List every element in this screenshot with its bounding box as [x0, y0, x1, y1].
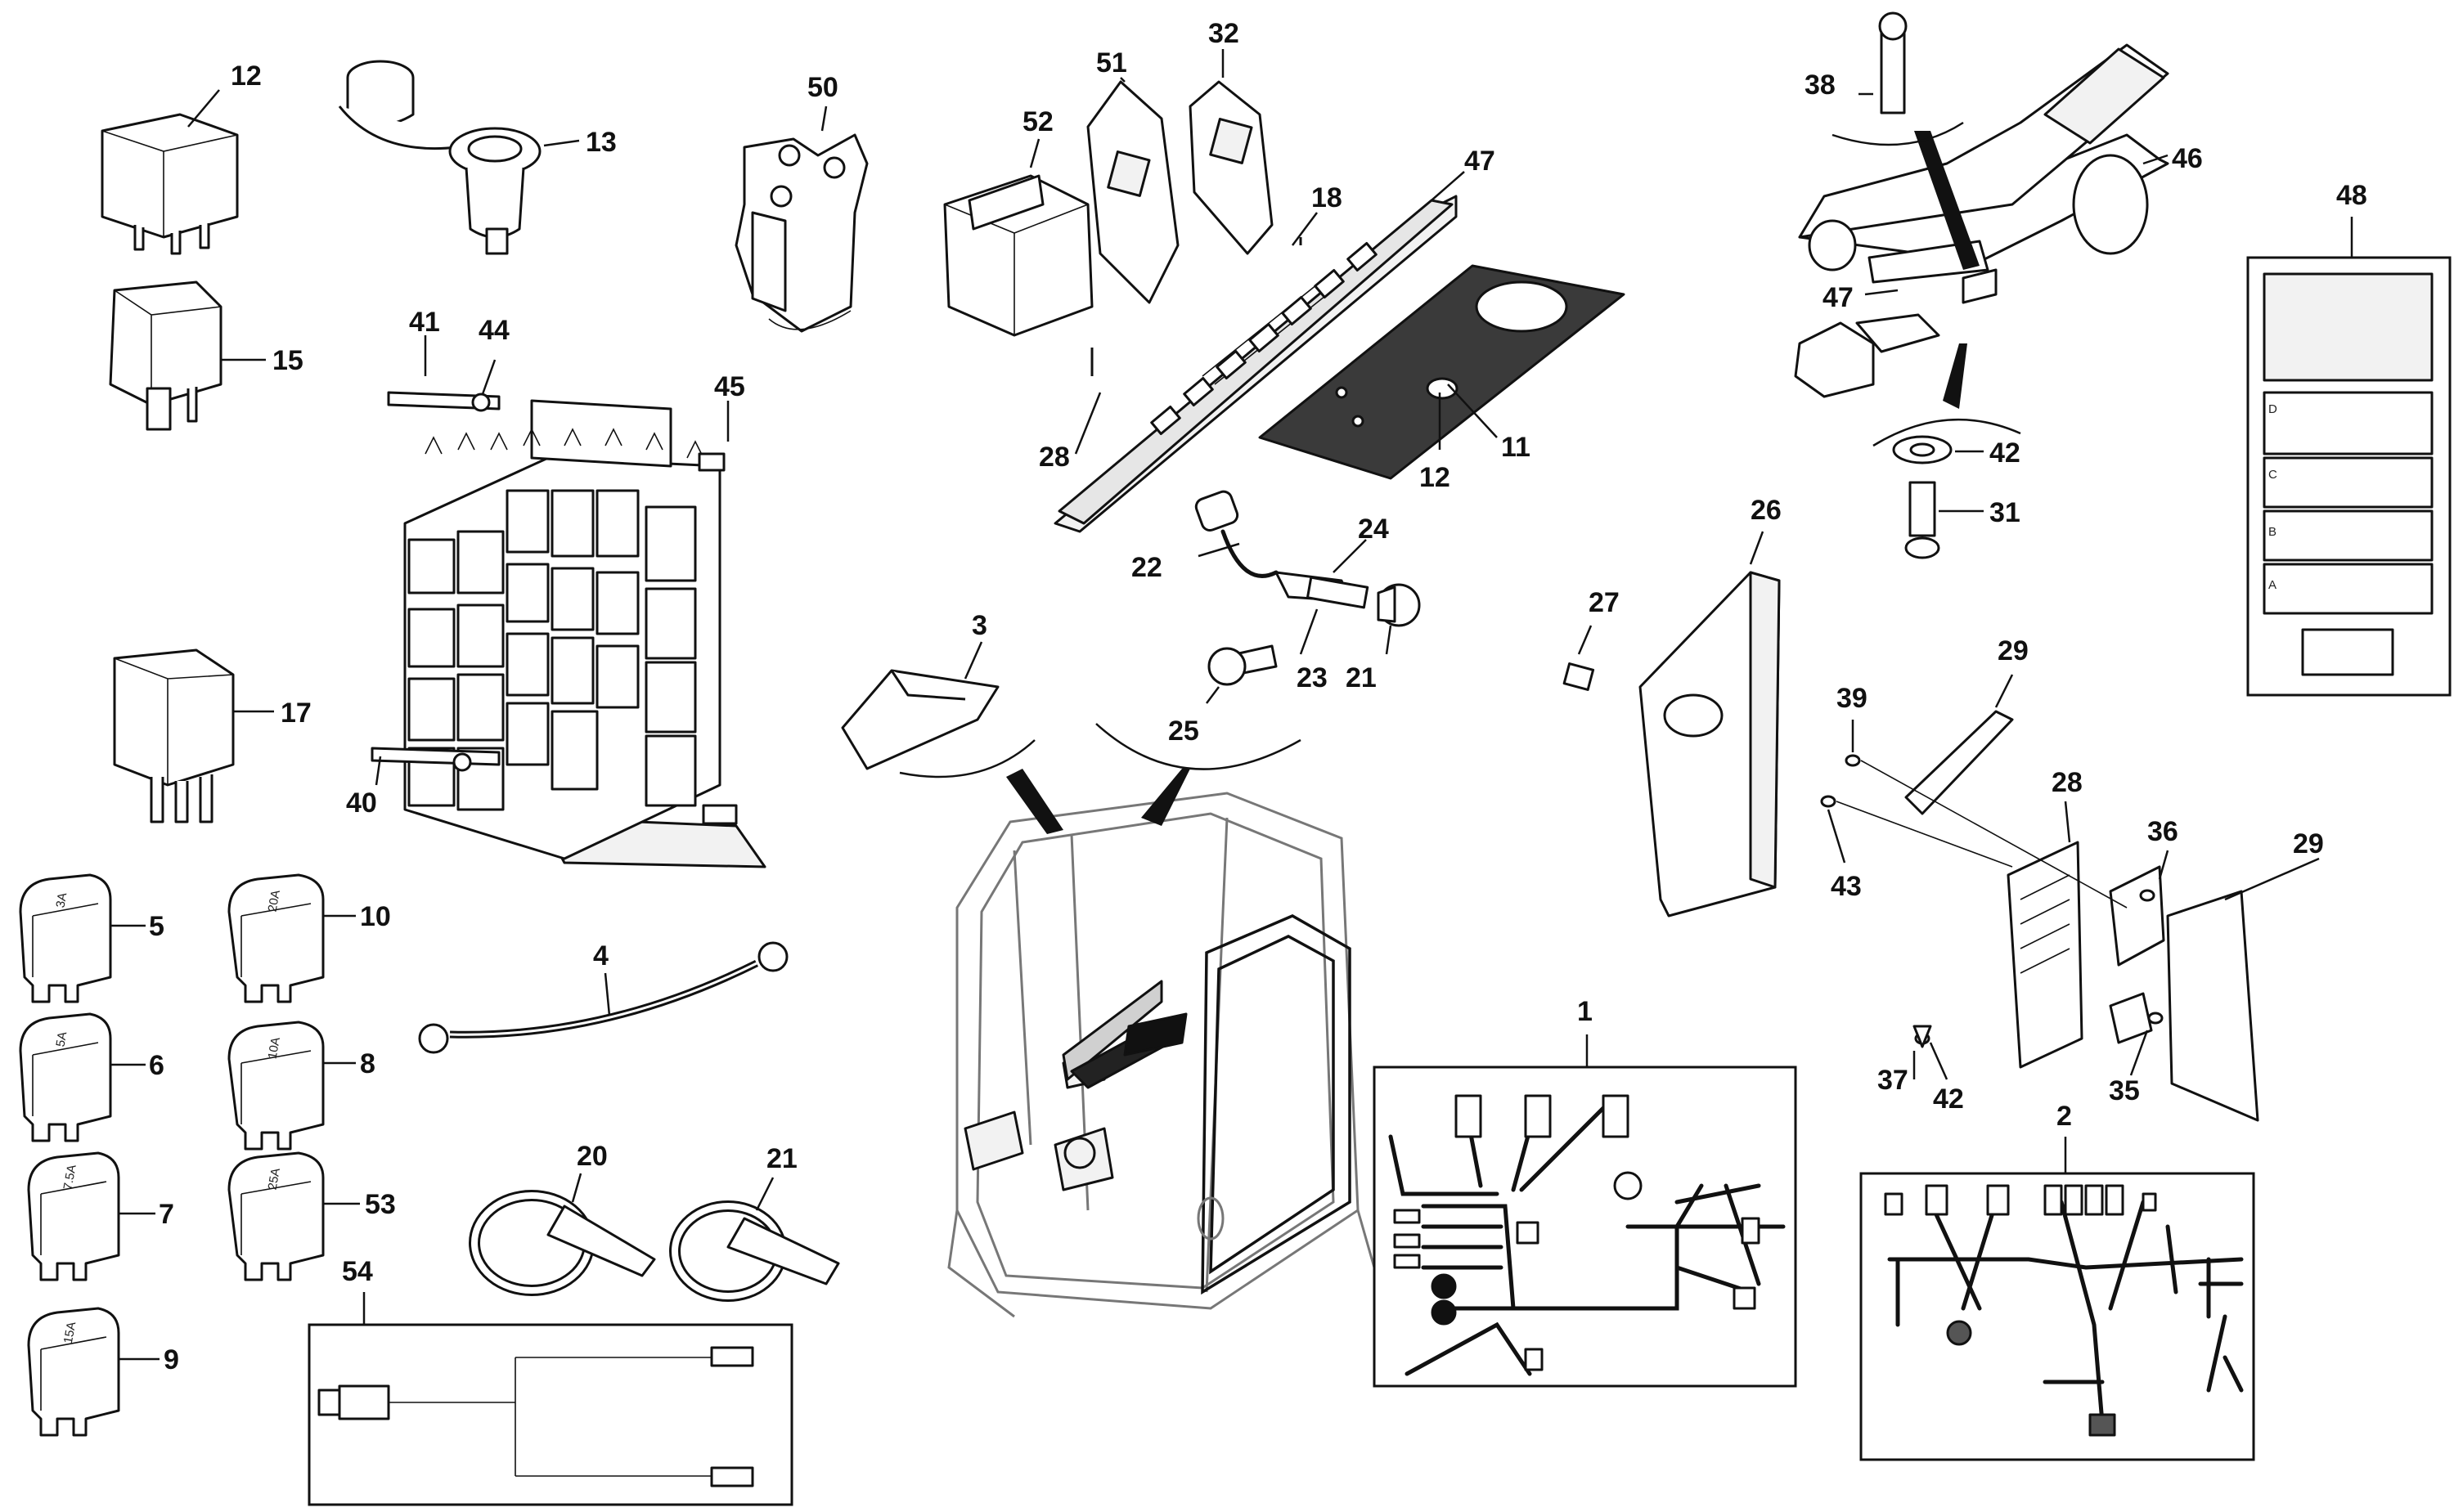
callout-28: 28	[1039, 442, 1070, 473]
decal-row-d: D	[2268, 402, 2277, 416]
callout-6: 6	[149, 1050, 164, 1081]
fuse-7-rating: 7.5A	[61, 1164, 79, 1191]
decal-row-b: B	[2268, 525, 2276, 539]
part-1-harness	[1373, 1034, 1797, 1388]
callout-52: 52	[1023, 106, 1054, 137]
callout-40: 40	[346, 787, 377, 819]
callout-31: 29	[1998, 635, 2029, 666]
callout-11: 11	[1501, 432, 1530, 463]
callout-8: 8	[360, 1048, 375, 1079]
callout-21: 21	[1346, 662, 1377, 693]
callout-7: 7	[159, 1199, 174, 1230]
part-2-harness	[1859, 1137, 2255, 1461]
callout-10: 10	[360, 901, 391, 932]
fuse-53-rating: 25A	[266, 1167, 283, 1191]
callout-36: 36	[2147, 816, 2178, 847]
fuse-10-rating: 20A	[266, 889, 283, 913]
fuse-7: 7.5A	[27, 1151, 155, 1281]
callout-5: 5	[149, 911, 164, 942]
part-26-panel	[1562, 531, 1781, 918]
part-50-bracket	[735, 105, 869, 333]
part-51-rocker	[1086, 77, 1180, 304]
callout-2: 2	[2056, 1101, 2072, 1132]
callout-42-top: 42	[1989, 437, 2020, 469]
callout-17: 17	[281, 698, 312, 729]
callout-32: 31	[1989, 497, 2020, 528]
part-15-relay	[109, 280, 266, 431]
callout-14: 13	[586, 127, 617, 158]
callout-49: 47	[1464, 146, 1495, 177]
part-33-rocker	[1189, 49, 1274, 255]
fuse-5-rating: 3A	[53, 891, 70, 909]
callout-54: 54	[342, 1256, 373, 1287]
part-46-pedal	[1794, 11, 2169, 447]
fuse-53: 25A	[227, 1151, 360, 1281]
callout-23: 23	[1297, 662, 1328, 693]
decal-row-a: A	[2268, 578, 2276, 592]
fuse-5: 3A	[19, 873, 146, 1003]
fuse-6-rating: 5A	[53, 1030, 70, 1048]
decal-row-c: C	[2268, 468, 2277, 482]
callout-9: 9	[164, 1344, 179, 1375]
part-14-socket	[338, 60, 580, 255]
callout-22: 22	[1131, 552, 1162, 583]
part-52-switch	[943, 138, 1094, 337]
part-19-cable-tie	[469, 1173, 656, 1296]
callout-24: 25	[1168, 716, 1199, 747]
callout-38: 38	[1805, 70, 1836, 101]
relay-board	[371, 335, 766, 868]
callout-30: 28	[2052, 767, 2083, 798]
callout-43: 43	[1831, 871, 1862, 902]
fuse-8: 10A	[227, 1021, 356, 1151]
part-48-decal: D C B A	[2246, 217, 2452, 697]
callout-15: 15	[272, 345, 303, 376]
part-4-cable	[418, 941, 789, 1054]
cab-assembly	[947, 792, 1376, 1318]
part-54-harness	[308, 1292, 793, 1506]
callout-37: 37	[1877, 1065, 1908, 1096]
callout-41: 41	[409, 307, 440, 338]
callout-53: 53	[365, 1189, 396, 1220]
callout-44: 44	[479, 315, 510, 346]
callout-12: 12	[1419, 462, 1450, 493]
callout-26: 26	[1751, 495, 1782, 526]
callout-46: 46	[2172, 143, 2203, 174]
part-42-32-washer-bolt	[1892, 435, 1984, 559]
callout-48: 48	[2336, 180, 2367, 211]
callout-35: 35	[2109, 1075, 2140, 1106]
callout-19: 20	[577, 1141, 608, 1172]
part-18-49-panel	[1054, 171, 1465, 533]
part-11-12-plate	[1258, 264, 1625, 480]
part-31-30-29-brackets	[1820, 674, 2320, 1122]
callout-20: 21	[766, 1143, 798, 1174]
callout-45: 45	[714, 371, 745, 402]
callout-42-bottom: 42	[1933, 1084, 1964, 1115]
fuse-9-rating: 15A	[61, 1321, 79, 1344]
callout-33: 32	[1208, 18, 1239, 49]
callout-25: 24	[1358, 514, 1389, 545]
fuse-8-rating: 10A	[266, 1036, 283, 1060]
callout-39: 39	[1836, 683, 1867, 714]
callout-13: 12	[231, 61, 262, 92]
callout-47: 47	[1823, 282, 1854, 313]
part-17-relay	[113, 648, 274, 823]
cab-zoom-pointers	[899, 723, 1301, 834]
part-3-bracket	[841, 641, 1000, 770]
part-13-relay	[101, 89, 239, 255]
callout-51: 51	[1096, 47, 1127, 79]
fuse-9: 15A	[27, 1307, 160, 1437]
callout-29: 29	[2293, 828, 2324, 859]
part-25-21-23-24	[1206, 539, 1421, 704]
fuse-10: 20A	[227, 873, 356, 1003]
callout-4: 4	[593, 940, 609, 971]
callout-3: 3	[972, 610, 987, 641]
callout-27: 27	[1589, 587, 1620, 618]
callout-18: 18	[1311, 182, 1342, 213]
callout-1: 1	[1577, 996, 1593, 1027]
part-20-cable-tie	[669, 1177, 840, 1302]
fuse-6: 5A	[19, 1012, 146, 1142]
callout-50: 50	[807, 72, 838, 103]
